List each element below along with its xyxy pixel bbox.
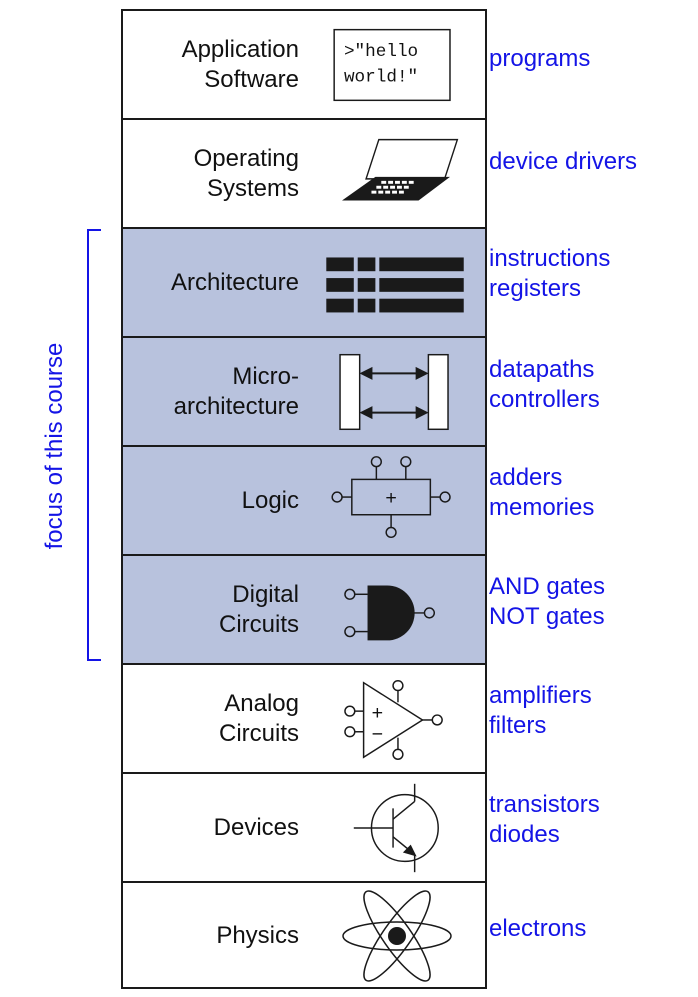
svg-text:>"hello: >"hello — [344, 42, 418, 62]
examples-devices: transistors diodes — [489, 791, 600, 848]
layer-name: Digital Circuits — [218, 580, 299, 638]
layer-name: Architecture — [170, 268, 299, 296]
examples-microarchitecture: datapaths controllers — [489, 356, 600, 413]
svg-text:world!": world!" — [344, 68, 418, 88]
layer-physics: Physics — [123, 883, 485, 989]
focus-label: focus of this course — [41, 342, 68, 550]
examples-architecture: instructions registers — [489, 245, 611, 302]
atom-icon — [323, 883, 469, 989]
layer-digital-circuits: Digital Circuits — [123, 556, 485, 665]
layer-name: Operating Systems — [193, 144, 299, 202]
examples-digital-circuits: AND gates NOT gates — [489, 573, 606, 630]
layer-name: Devices — [213, 813, 299, 841]
and-gate-icon — [323, 556, 469, 663]
layer-name: Logic — [241, 486, 299, 514]
layer-name: Application Software — [181, 35, 299, 93]
examples-logic: adders memories — [489, 464, 595, 521]
layer-logic: Logic + — [123, 447, 485, 556]
focus-bracket — [87, 229, 101, 661]
examples-analog-circuits: amplifiers filters — [489, 682, 592, 739]
datapath-icon — [323, 338, 469, 445]
layer-name: Analog Circuits — [218, 689, 299, 747]
abstraction-stack: Application Software >"hello world!" Ope… — [121, 9, 487, 989]
examples-physics: electrons — [489, 915, 587, 942]
layer-architecture: Architecture — [123, 229, 485, 338]
adder-icon: + — [323, 447, 469, 554]
examples-operating-systems: device drivers — [489, 148, 638, 175]
examples-application-software: programs — [489, 45, 591, 72]
transistor-icon — [323, 774, 469, 881]
layer-name: Physics — [216, 922, 299, 949]
layer-microarchitecture: Micro- architecture — [123, 338, 485, 447]
svg-text:+: + — [372, 702, 383, 724]
instruction-register-icon — [323, 229, 469, 336]
svg-text:+: + — [385, 487, 396, 509]
layer-operating-systems: Operating Systems — [123, 120, 485, 229]
layer-analog-circuits: Analog Circuits + − — [123, 665, 485, 774]
laptop-icon — [323, 120, 469, 227]
layer-devices: Devices — [123, 774, 485, 883]
op-amp-icon: + − — [323, 665, 469, 772]
layer-name: Micro- architecture — [173, 362, 299, 420]
svg-text:−: − — [372, 724, 383, 746]
terminal-hello-world-icon: >"hello world!" — [323, 11, 469, 118]
layer-application-software: Application Software >"hello world!" — [123, 11, 485, 120]
